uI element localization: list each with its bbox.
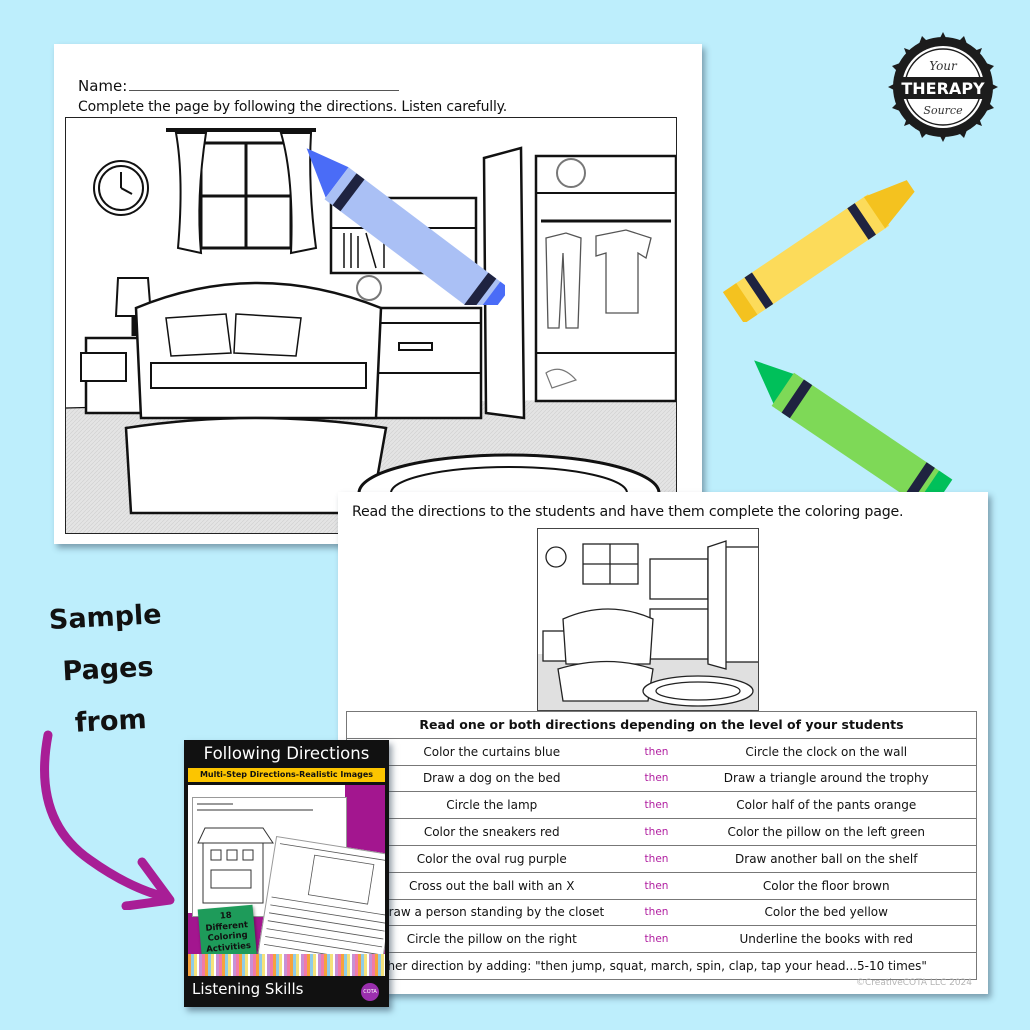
svg-text:THERAPY: THERAPY: [901, 79, 985, 98]
curved-arrow-icon: [40, 730, 175, 910]
copyright-notice: ©CreativeCOTA LLC 2024: [856, 978, 972, 988]
therapy-source-badge-logo: Your THERAPY Source: [888, 32, 998, 142]
cover-subtitle: Multi-Step Directions-Realistic Images: [188, 768, 385, 782]
svg-text:Your: Your: [929, 59, 958, 73]
blue-crayon-decoration: [306, 148, 505, 305]
directions-table: Read one or both directions depending on…: [346, 711, 977, 980]
name-field-label: Name:: [78, 77, 400, 95]
extension-direction-footer: d another direction by adding: "then jum…: [346, 952, 977, 980]
svg-text:Source: Source: [923, 104, 963, 117]
rainbow-stripe-band: [188, 954, 385, 976]
name-underline: [129, 79, 400, 91]
sample-page-teacher-directions: Read the directions to the students and …: [338, 492, 988, 994]
cover-bottom-title: Listening Skills: [192, 980, 304, 998]
bedroom-thumbnail: [537, 528, 759, 711]
teacher-instructions: Read the directions to the students and …: [352, 504, 904, 520]
green-crayon-decoration: [754, 360, 953, 512]
cover-title: Following Directions: [203, 744, 370, 763]
creative-cota-logo: COTA: [361, 983, 379, 1001]
sample-pages-caption: Sample Pages from: [48, 599, 163, 739]
directions-table-header: Read one or both directions depending on…: [346, 711, 977, 739]
mini-directions-preview: [257, 835, 385, 963]
yellow-crayon-decoration: [722, 180, 915, 322]
product-cover-following-directions: Following Directions Multi-Step Directio…: [184, 740, 389, 1007]
worksheet-instructions: Complete the page by following the direc…: [78, 99, 508, 115]
